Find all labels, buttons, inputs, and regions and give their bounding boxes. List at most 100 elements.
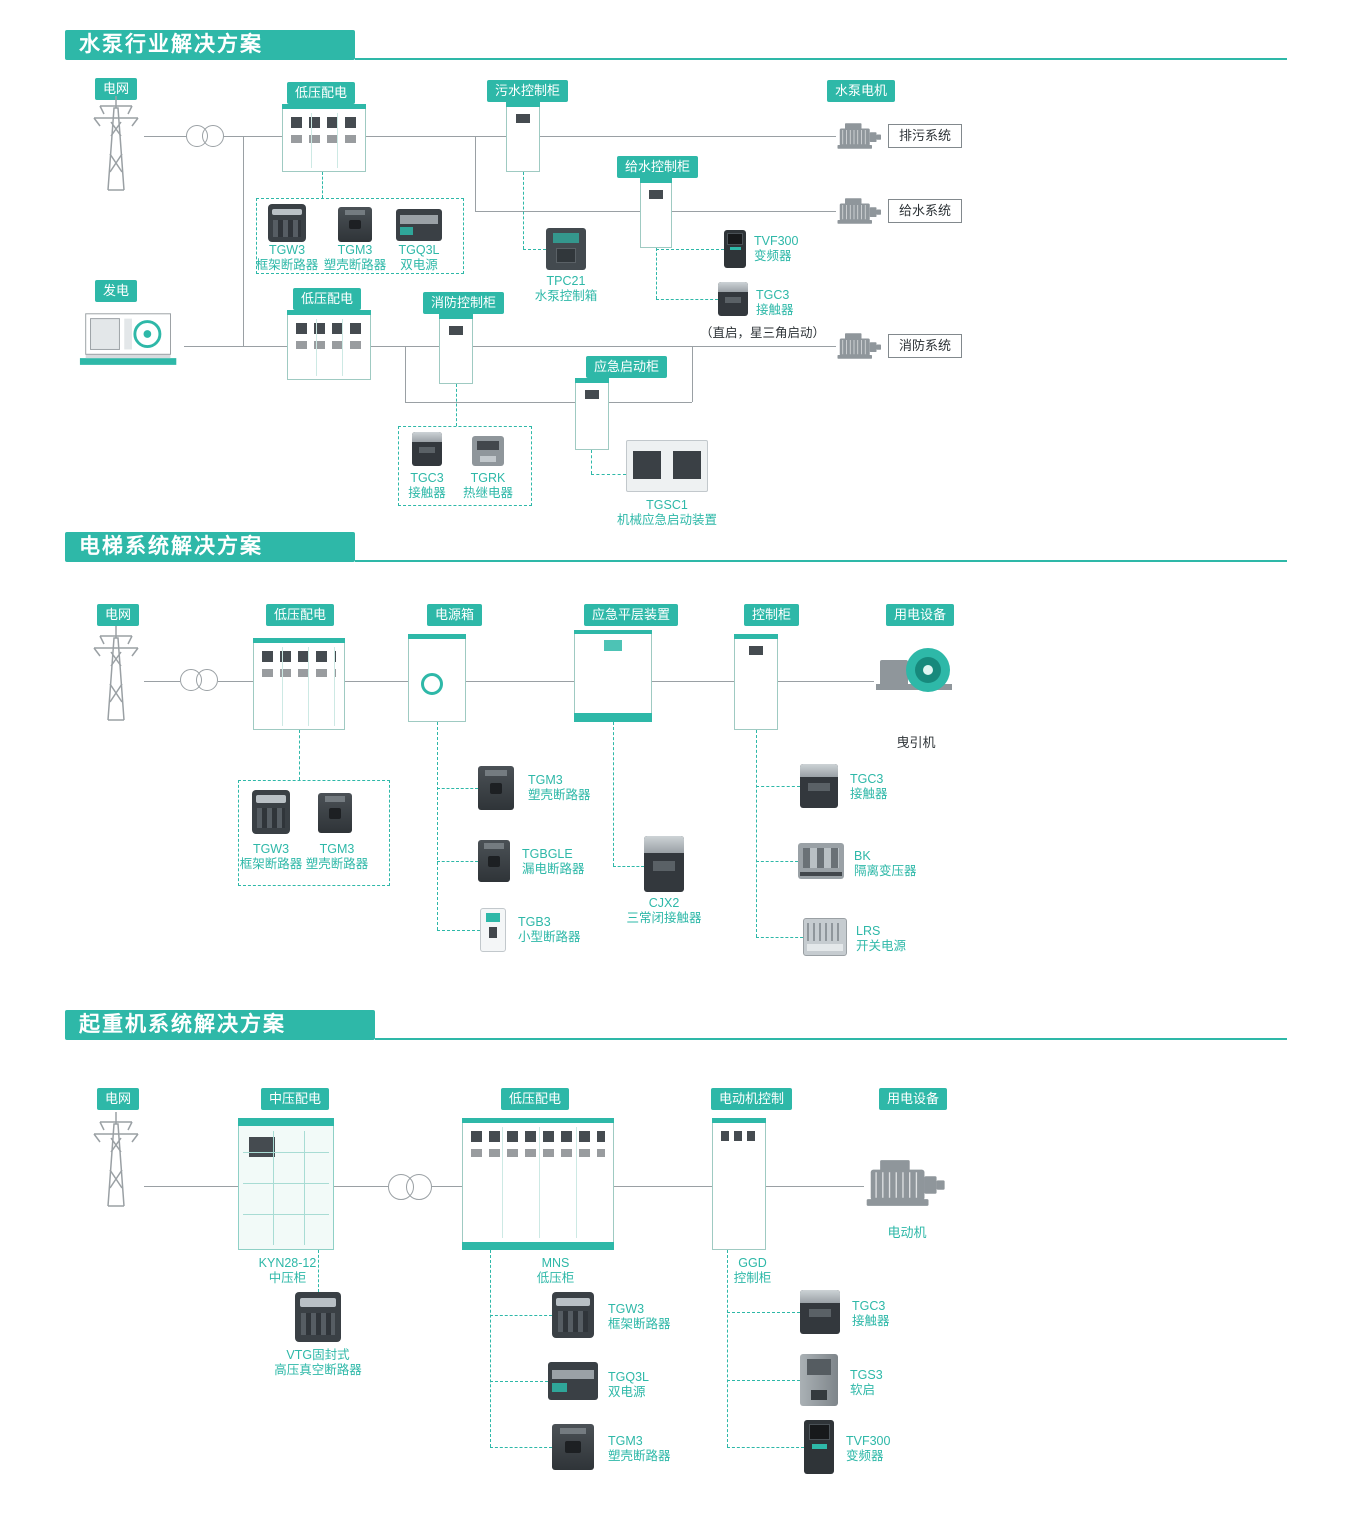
product-label-tgrk: TGRK 热继电器 [456, 471, 520, 501]
connector [475, 136, 476, 211]
product-name: CJX2 [648, 896, 680, 910]
badge-lv: 低压配电 [501, 1088, 570, 1110]
product-name: TGQ3L [398, 243, 440, 257]
lrs-power-supply-icon [803, 918, 847, 956]
product-name: TGM3 [337, 243, 373, 257]
product-name: TGRK [470, 471, 506, 485]
lv-switchgear-cabinet-2 [287, 310, 371, 380]
generator-icon [78, 312, 178, 367]
connector [184, 346, 287, 347]
tgc3-contactor-icon [412, 432, 442, 466]
power-box-cabinet [408, 634, 466, 722]
tgw3-breaker-icon [552, 1292, 594, 1338]
connector [540, 136, 836, 137]
transformer-icon [388, 1174, 432, 1200]
callout-line [656, 299, 718, 300]
tgb3-breaker-icon [480, 908, 506, 952]
tgm3-breaker-icon [478, 766, 514, 810]
product-group-box [238, 780, 390, 886]
cabinet-desc: 低压柜 [536, 1271, 575, 1285]
product-name: TGW3 [252, 842, 290, 856]
product-label-vtg: VTG固封式 高压真空断路器 [266, 1348, 370, 1378]
cabinet-devices [291, 135, 357, 143]
product-label-tgm3-box: TGM3 塑壳断路器 [296, 842, 378, 872]
callout-line [727, 1447, 804, 1448]
badge-lv2: 低压配电 [293, 288, 362, 310]
product-name: TGC3 [850, 772, 884, 786]
product-name: VTG固封式 [286, 1348, 350, 1362]
badge-generator: 发电 [95, 280, 138, 302]
product-label-lrs: LRS 开关电源 [856, 924, 926, 954]
tgm3-breaker-icon [318, 793, 352, 833]
product-desc: 变频器 [846, 1449, 884, 1463]
badge-grid: 电网 [95, 78, 138, 100]
badge-grid: 电网 [97, 1088, 140, 1110]
product-desc: 漏电断路器 [522, 862, 585, 876]
product-desc: 接触器 [408, 486, 446, 500]
title-rule [355, 58, 1287, 60]
tgbgle-breaker-icon [478, 840, 510, 882]
connector [672, 211, 836, 212]
product-label-tgsc1: TGSC1 机械应急启动装置 [612, 498, 722, 528]
callout-line [613, 866, 644, 867]
product-name: TGW3 [268, 243, 306, 257]
connector [652, 681, 734, 682]
device-label-motor: 电动机 [887, 1225, 927, 1240]
callout-line [437, 722, 438, 930]
callout-line [591, 474, 626, 475]
section-title-crane: 起重机系统解决方案 [65, 1010, 375, 1040]
cabinet-desc: 控制柜 [733, 1271, 772, 1285]
power-tower-icon [93, 625, 139, 721]
cabinet-devices [262, 651, 336, 662]
callout-line [656, 249, 724, 250]
connector [405, 346, 406, 402]
connector [144, 136, 186, 137]
connector [224, 136, 282, 137]
mns-lv-cabinet [462, 1118, 614, 1250]
callout-line [756, 786, 800, 787]
tpc21-control-box-icon [546, 228, 586, 270]
callout-line [437, 861, 478, 862]
tgc3-contactor-icon [718, 282, 748, 316]
product-desc: 框架断路器 [239, 857, 303, 871]
tgq3l-ats-icon [396, 209, 442, 241]
connector [609, 402, 692, 403]
badge-grid: 电网 [97, 604, 140, 626]
product-label-tvf300: TVF300 变频器 [846, 1434, 912, 1464]
product-name: TGB3 [518, 915, 551, 929]
supply-motor-icon [837, 197, 882, 225]
section-title-pump: 水泵行业解决方案 [65, 30, 355, 60]
start-mode-note: （直启，星三角启动） [700, 326, 826, 340]
badge-motor-control: 电动机控制 [711, 1088, 793, 1110]
cabinet-base [462, 1242, 614, 1250]
ggd-control-cabinet [712, 1118, 766, 1250]
connector [473, 346, 836, 347]
product-label-tgm3: TGM3 塑壳断路器 [608, 1434, 688, 1464]
callout-line [523, 249, 546, 250]
product-desc: 接触器 [850, 787, 888, 801]
product-label-tgbgle: TGBGLE 漏电断路器 [522, 847, 604, 877]
product-label-bk: BK 隔离变压器 [854, 849, 936, 879]
cjx2-contactor-icon [644, 836, 684, 892]
callout-line [456, 384, 457, 426]
product-desc: 软启 [850, 1383, 876, 1397]
badge-leveling-device: 应急平层装置 [584, 604, 679, 626]
fire-control-cabinet [439, 314, 473, 384]
sewage-control-cabinet [506, 102, 540, 172]
connector [778, 681, 874, 682]
product-desc: 三常闭接触器 [626, 911, 702, 925]
product-desc: 高压真空断路器 [274, 1363, 362, 1377]
connector [334, 1186, 388, 1187]
badge-mv: 中压配电 [261, 1088, 330, 1110]
callout-line [756, 937, 803, 938]
connector [218, 681, 253, 682]
tgsc1-device-icon [626, 440, 708, 492]
cabinet-devices [262, 669, 336, 677]
callout-line [299, 730, 300, 780]
cabinet-devices [291, 117, 357, 128]
cabinet-label-mns: MNS 低压柜 [508, 1256, 603, 1286]
badge-emergency-cabinet: 应急启动柜 [586, 356, 668, 378]
water-control-cabinet [640, 178, 672, 248]
title-rule [355, 560, 1287, 562]
